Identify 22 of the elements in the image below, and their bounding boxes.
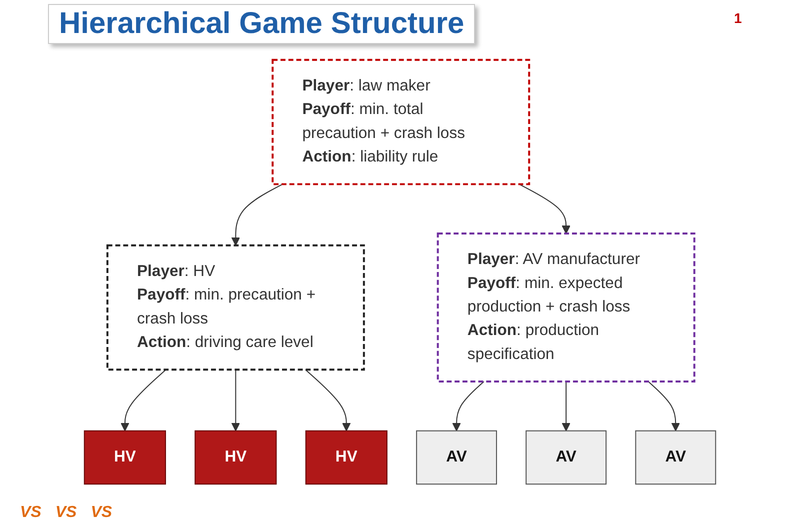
- arrow: [304, 369, 351, 432]
- title: Hierarchical Game Structure: [48, 4, 476, 44]
- arrow: [452, 381, 484, 432]
- arrow: [648, 381, 680, 432]
- arrow: [518, 184, 570, 234]
- node-box: HV: [84, 430, 166, 485]
- arrow: [120, 369, 166, 432]
- node-box: Player: law maker Payoff: min. total precaution + crash loss Action: liability rule: [272, 58, 530, 186]
- node-box: Player: AV manufacturer Payoff: min. expected production + crash loss Action: production specification: [436, 232, 696, 382]
- page-number: 1: [734, 10, 742, 26]
- node-box: Player: HV Payoff: min. precaution + crash loss Action: driving care level: [106, 244, 365, 371]
- arrow: [562, 381, 570, 432]
- node-box: AV: [526, 430, 607, 485]
- node-box: AV: [635, 430, 716, 485]
- node-box: AV: [416, 430, 497, 485]
- arrow: [231, 184, 284, 246]
- arrow: [231, 369, 240, 432]
- versus-label: VS: [55, 504, 77, 522]
- versus-label: VS: [90, 504, 112, 522]
- node-box: HV: [305, 430, 388, 485]
- versus-label: VS: [20, 504, 42, 522]
- node-box: HV: [194, 430, 277, 485]
